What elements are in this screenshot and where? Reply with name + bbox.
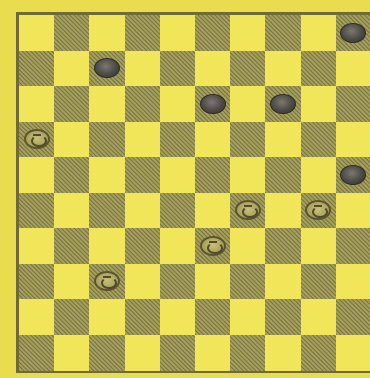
board-square[interactable] <box>265 335 301 371</box>
board-square[interactable] <box>19 264 55 300</box>
board-square[interactable] <box>230 264 266 300</box>
light-king-piece[interactable] <box>200 236 226 256</box>
board-square[interactable] <box>54 193 90 229</box>
board-square[interactable] <box>160 228 196 264</box>
board-square[interactable] <box>195 193 231 229</box>
light-king-piece[interactable] <box>24 129 50 149</box>
board-square[interactable] <box>265 193 301 229</box>
board-square[interactable] <box>19 299 55 335</box>
board-square[interactable] <box>160 299 196 335</box>
board-square[interactable] <box>125 122 161 158</box>
board-square[interactable] <box>230 157 266 193</box>
board-square[interactable] <box>19 193 55 229</box>
board-square[interactable] <box>336 264 370 300</box>
board-square[interactable] <box>89 335 125 371</box>
board-square[interactable] <box>301 122 337 158</box>
board-square[interactable] <box>125 86 161 122</box>
board-square[interactable] <box>160 157 196 193</box>
board-square[interactable] <box>160 335 196 371</box>
board-square[interactable] <box>125 335 161 371</box>
board-square[interactable] <box>89 299 125 335</box>
board-square[interactable] <box>230 122 266 158</box>
board-square[interactable] <box>19 15 55 51</box>
board-square[interactable] <box>54 228 90 264</box>
dark-piece[interactable] <box>270 94 296 114</box>
dark-piece[interactable] <box>340 23 366 43</box>
board-square[interactable] <box>19 335 55 371</box>
board-square[interactable] <box>195 264 231 300</box>
board-square[interactable] <box>89 193 125 229</box>
board-square[interactable] <box>54 335 90 371</box>
board-square[interactable] <box>195 299 231 335</box>
board-square[interactable] <box>89 157 125 193</box>
board-square[interactable] <box>265 299 301 335</box>
board-square[interactable] <box>336 193 370 229</box>
board-square[interactable] <box>336 51 370 87</box>
board-square[interactable] <box>195 122 231 158</box>
board-square[interactable] <box>301 335 337 371</box>
board-square[interactable] <box>89 228 125 264</box>
board-square[interactable] <box>125 228 161 264</box>
board-square[interactable] <box>54 15 90 51</box>
board-square[interactable] <box>301 299 337 335</box>
board-square[interactable] <box>301 51 337 87</box>
board-square[interactable] <box>301 157 337 193</box>
board-square[interactable] <box>19 86 55 122</box>
board-square[interactable] <box>54 299 90 335</box>
board-square[interactable] <box>336 299 370 335</box>
checkers-board[interactable] <box>16 12 370 373</box>
board-square[interactable] <box>301 264 337 300</box>
board-square[interactable] <box>125 299 161 335</box>
board-square[interactable] <box>230 15 266 51</box>
board-square[interactable] <box>301 15 337 51</box>
board-square[interactable] <box>160 193 196 229</box>
board-square[interactable] <box>301 228 337 264</box>
light-king-piece[interactable] <box>235 200 261 220</box>
board-square[interactable] <box>195 15 231 51</box>
board-square[interactable] <box>160 15 196 51</box>
board-square[interactable] <box>160 86 196 122</box>
board-square[interactable] <box>160 122 196 158</box>
board-square[interactable] <box>125 264 161 300</box>
board-square[interactable] <box>230 299 266 335</box>
dark-piece[interactable] <box>340 165 366 185</box>
board-square[interactable] <box>19 228 55 264</box>
board-square[interactable] <box>54 122 90 158</box>
board-square[interactable] <box>265 51 301 87</box>
board-square[interactable] <box>230 335 266 371</box>
board-square[interactable] <box>54 51 90 87</box>
board-square[interactable] <box>230 228 266 264</box>
board-square[interactable] <box>125 193 161 229</box>
board-square[interactable] <box>19 51 55 87</box>
board-square[interactable] <box>230 86 266 122</box>
board-square[interactable] <box>336 122 370 158</box>
board-square[interactable] <box>265 157 301 193</box>
dark-piece[interactable] <box>200 94 226 114</box>
board-square[interactable] <box>265 228 301 264</box>
board-square[interactable] <box>195 157 231 193</box>
board-square[interactable] <box>89 15 125 51</box>
board-square[interactable] <box>265 122 301 158</box>
board-square[interactable] <box>195 51 231 87</box>
board-square[interactable] <box>336 335 370 371</box>
board-square[interactable] <box>54 264 90 300</box>
board-square[interactable] <box>336 228 370 264</box>
board-square[interactable] <box>125 15 161 51</box>
board-square[interactable] <box>230 51 266 87</box>
board-square[interactable] <box>265 15 301 51</box>
board-square[interactable] <box>336 86 370 122</box>
board-square[interactable] <box>54 157 90 193</box>
board-square[interactable] <box>19 157 55 193</box>
board-square[interactable] <box>54 86 90 122</box>
board-square[interactable] <box>125 51 161 87</box>
board-square[interactable] <box>195 335 231 371</box>
board-square[interactable] <box>265 264 301 300</box>
board-square[interactable] <box>160 51 196 87</box>
board-square[interactable] <box>301 86 337 122</box>
board-square[interactable] <box>89 122 125 158</box>
board-square[interactable] <box>160 264 196 300</box>
board-square[interactable] <box>89 86 125 122</box>
board-square[interactable] <box>125 157 161 193</box>
